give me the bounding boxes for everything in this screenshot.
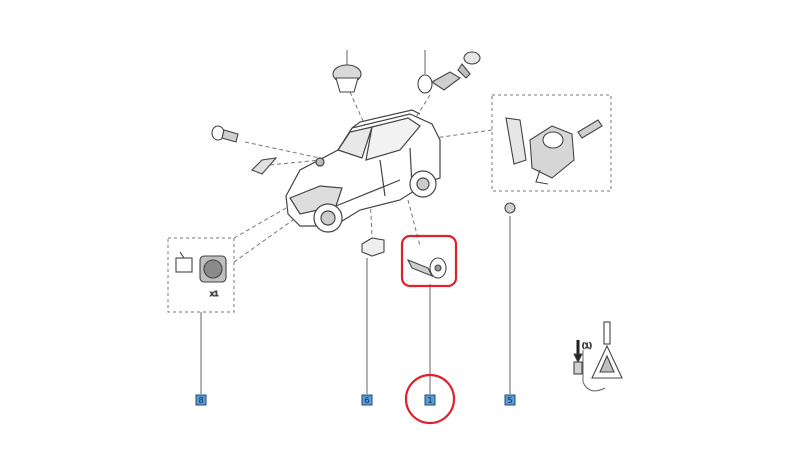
switch-housing — [175, 257, 193, 273]
dashed-connector — [419, 129, 493, 141]
lock-arm — [430, 71, 461, 91]
dashed-connector — [244, 141, 321, 159]
lock-small-text: x1 — [210, 290, 219, 298]
key-head-inner — [599, 354, 615, 373]
dashed-connector — [269, 159, 321, 166]
fuel-cap-base — [335, 77, 359, 93]
vehicle-drawing — [285, 109, 441, 233]
fuel-cap-part — [332, 64, 362, 93]
lock-barrel — [417, 74, 433, 94]
side-lock-clip — [251, 157, 278, 175]
callout-label: 5 — [507, 396, 512, 405]
side-lock-body — [221, 129, 239, 143]
group-box-left — [167, 237, 235, 313]
switch-ring — [203, 259, 223, 279]
nut-part-5 — [504, 202, 516, 214]
latch-mechanism-part — [505, 117, 603, 185]
lock-cylinder-part-1 — [406, 257, 447, 279]
key-blade — [603, 321, 611, 345]
vehicle-rear-hub — [416, 177, 430, 191]
callout-6[interactable]: 6 — [361, 394, 373, 406]
key-battery — [573, 361, 583, 375]
callout-label: 6 — [364, 396, 369, 405]
callout-label: 1 — [427, 396, 432, 405]
clip-body — [361, 237, 385, 257]
leader-line — [582, 381, 606, 392]
dashed-connector — [407, 199, 421, 247]
nut — [504, 202, 516, 214]
key-note: (1) — [582, 342, 592, 350]
callout-8[interactable]: 8 — [195, 394, 207, 406]
latch-cylinder — [542, 131, 564, 149]
vehicle-roof-rail — [351, 109, 421, 129]
lock-cylinder-top — [463, 51, 481, 65]
latch-rod — [577, 119, 603, 139]
clip-part-6 — [361, 237, 385, 257]
callout-box[interactable] — [424, 394, 436, 406]
highlight-box-part-1 — [400, 234, 458, 288]
callout-box[interactable] — [504, 394, 516, 406]
highlight-circle-callout-1 — [404, 373, 456, 425]
lock-clip — [457, 63, 471, 79]
latch-bracket — [505, 117, 527, 165]
vehicle-mirror — [315, 157, 325, 167]
vehicle-door-line — [379, 159, 386, 197]
callout-5[interactable]: 5 — [504, 394, 516, 406]
ignition-switch-part: x1 — [175, 251, 227, 299]
callout-label: 8 — [198, 396, 203, 405]
door-lock-part-top — [417, 51, 481, 94]
cylinder-shaft — [406, 258, 434, 278]
cylinder-keyway — [434, 264, 442, 272]
vehicle-body-line — [335, 179, 401, 207]
callout-box[interactable] — [361, 394, 373, 406]
callout-1[interactable]: 1 — [424, 394, 436, 406]
vehicle-side-window — [365, 117, 421, 161]
callout-box[interactable] — [195, 394, 207, 406]
leader-lines — [200, 50, 606, 394]
latch-spring — [535, 169, 549, 185]
side-lock-part — [211, 125, 278, 175]
key-part: (1) — [573, 321, 623, 379]
vehicle-front-hub — [320, 210, 336, 226]
switch-pin — [179, 251, 185, 259]
arrow-down-icon — [573, 353, 583, 364]
